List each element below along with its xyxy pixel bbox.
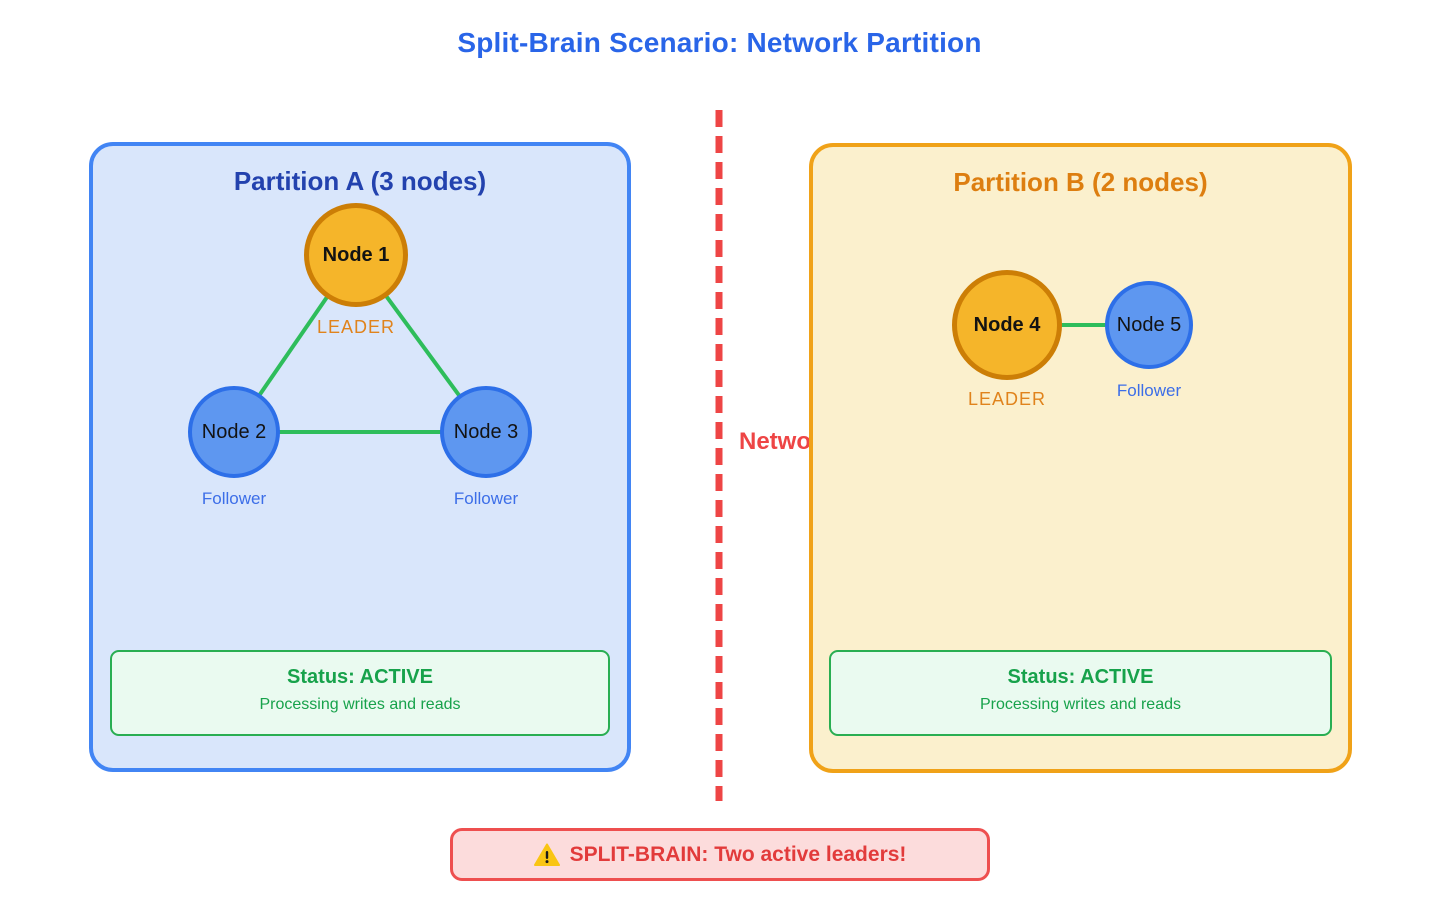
alert-text: SPLIT-BRAIN: Two active leaders! (569, 842, 907, 866)
status-title: Status: ACTIVE (1007, 666, 1154, 688)
node-label: Node 1 (322, 243, 390, 266)
status-subtitle: Processing writes and reads (259, 696, 461, 713)
status-title: Status: ACTIVE (287, 666, 433, 688)
node-5-role-label: Follower (1116, 381, 1182, 400)
partition-a-panel: Partition A (3 nodes) (89, 142, 631, 772)
node-4-role-label: LEADER (967, 389, 1047, 409)
node-4-circle: Node 4 (952, 270, 1062, 380)
node-2-circle: Node 2 (188, 386, 280, 478)
network-partition-label: Network Partition (739, 428, 938, 455)
node-3-circle: Node 3 (440, 386, 532, 478)
partition-a-status-box: Status: ACTIVE Processing writes and rea… (110, 650, 610, 736)
node-3-role-label: Follower (453, 489, 519, 508)
node-2-role-label: Follower (201, 489, 267, 508)
partition-b-status-box: Status: ACTIVE Processing writes and rea… (829, 650, 1332, 736)
node-label: Node 3 (453, 420, 519, 443)
node-label: Node 5 (1116, 313, 1182, 336)
warning-icon (533, 843, 560, 866)
node-5-circle: Node 5 (1105, 281, 1193, 369)
page-title: Split-Brain Scenario: Network Partition (457, 27, 982, 58)
split-brain-alert-banner: SPLIT-BRAIN: Two active leaders! (450, 828, 990, 881)
node-1-role-label: LEADER (316, 317, 396, 337)
status-subtitle: Processing writes and reads (980, 696, 1181, 713)
partition-a-title: Partition A (3 nodes) (233, 166, 487, 196)
node-label: Node 2 (201, 420, 267, 443)
partition-b-title: Partition B (2 nodes) (953, 167, 1208, 197)
node-1-circle: Node 1 (304, 203, 408, 307)
node-label: Node 4 (973, 313, 1041, 336)
partition-b-panel: Partition B (2 nodes) (809, 143, 1352, 773)
